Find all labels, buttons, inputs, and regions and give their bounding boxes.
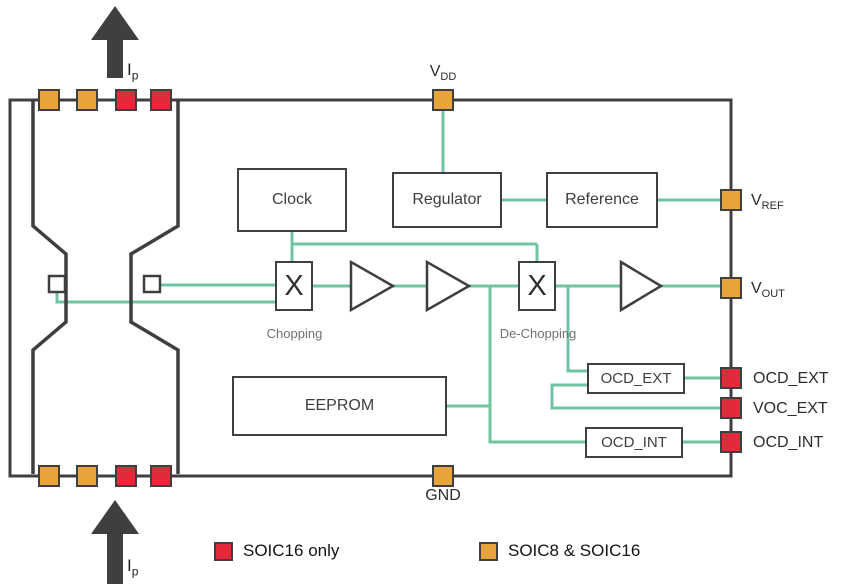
wire-hall-left xyxy=(55,291,277,304)
pad-top-soic16-2 xyxy=(150,89,172,111)
amplifier-2-icon xyxy=(425,259,472,313)
chopping-label: Chopping xyxy=(266,326,323,341)
output-amplifier-icon xyxy=(619,259,664,313)
pin-label-voc-ext: VOC_EXT xyxy=(753,400,828,417)
legend-swatch-red xyxy=(214,541,233,561)
pad-bottom-soic16-1 xyxy=(115,465,137,487)
legend-label: SOIC16 only xyxy=(243,541,340,560)
dechopper-block: X xyxy=(518,261,556,311)
legend-item-soic8-16: SOIC8 & SOIC16 xyxy=(479,541,640,561)
pad-top-soic16-1 xyxy=(115,89,137,111)
pin-label-gnd: GND xyxy=(425,487,461,504)
pin-pad-gnd xyxy=(432,465,454,487)
pad-bottom-soic8-16-2 xyxy=(76,465,98,487)
legend-item-soic16: SOIC16 only xyxy=(214,541,339,561)
block-clock: Clock xyxy=(237,168,347,232)
pin-pad-vdd xyxy=(432,89,454,111)
pad-top-soic8-16-2 xyxy=(76,89,98,111)
pin-pad-vref xyxy=(720,189,742,211)
pin-label-vdd: VDD xyxy=(429,63,457,84)
pin-label-vref: VREF xyxy=(751,192,784,213)
wire-voc-ext xyxy=(550,383,731,410)
pad-bottom-soic8-16-1 xyxy=(38,465,60,487)
block-eeprom: EEPROM xyxy=(232,376,447,436)
hall-plate-left xyxy=(47,274,67,294)
legend-label: SOIC8 & SOIC16 xyxy=(508,541,641,560)
hall-plate-right xyxy=(142,274,162,294)
wires xyxy=(55,100,731,444)
pin-pad-voc-ext xyxy=(720,397,742,419)
pin-label-ocd-int: OCD_INT xyxy=(753,434,824,451)
block-reference: Reference xyxy=(546,172,658,228)
current-arrow-top-icon xyxy=(91,6,139,78)
block-regulator: Regulator xyxy=(392,172,502,228)
block-ocd-ext: OCD_EXT xyxy=(587,363,685,394)
dechopping-label: De-Chopping xyxy=(499,326,577,341)
current-label-bottom: Ip xyxy=(127,556,139,579)
pin-pad-vout xyxy=(720,277,742,299)
amplifier-1-icon xyxy=(349,259,396,313)
chopper-block: X xyxy=(275,261,313,311)
wire-signal-ocd-ext xyxy=(566,286,587,373)
current-label-top: Ip xyxy=(127,60,139,83)
pad-bottom-soic16-2 xyxy=(150,465,172,487)
legend-swatch-orange xyxy=(479,541,498,561)
pin-pad-ocd-ext xyxy=(720,367,742,389)
block-ocd-int: OCD_INT xyxy=(585,427,683,458)
current-arrow-bottom-icon xyxy=(91,500,139,584)
wire-signal-ocd-int xyxy=(488,286,585,444)
pin-label-ocd-ext: OCD_EXT xyxy=(753,370,829,387)
pad-top-soic8-16-1 xyxy=(38,89,60,111)
pin-label-vout: VOUT xyxy=(751,280,785,301)
pin-pad-ocd-int xyxy=(720,431,742,453)
